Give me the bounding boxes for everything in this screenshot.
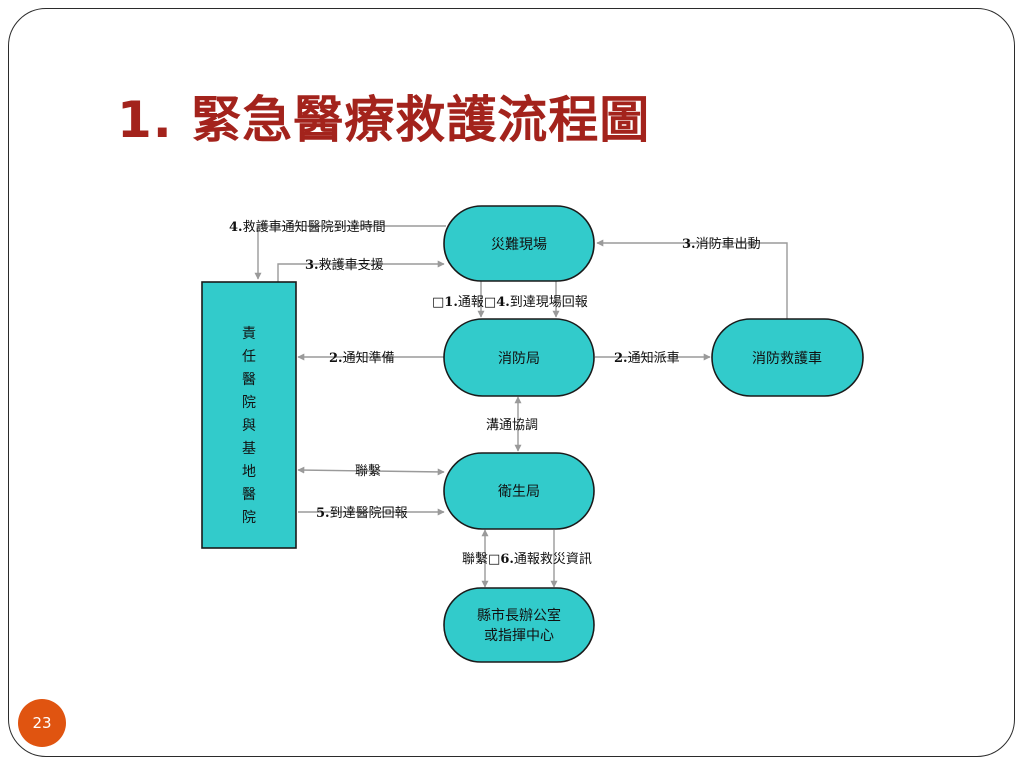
label-ambulance-support: 3.救護車支援 xyxy=(305,257,384,273)
node-responsible-hospital: 責 任 醫 院 與 基 地 醫 院 xyxy=(201,281,297,549)
hospital-char: 院 xyxy=(242,510,256,526)
hospital-char: 任 xyxy=(242,349,256,365)
label-text: 通報救災資訊 xyxy=(514,551,592,567)
label-num: 4. xyxy=(229,220,243,235)
label-text: 救護車通知醫院到達時間 xyxy=(243,219,386,235)
node-county-office: 縣市長辦公室 或指揮中心 xyxy=(443,587,595,663)
slide-frame xyxy=(8,8,1015,757)
page-number-badge: 23 xyxy=(18,699,66,747)
hospital-char: 責 xyxy=(242,326,256,342)
hospital-char: 地 xyxy=(242,464,256,480)
label-text: 到達醫院回報 xyxy=(330,506,408,521)
node-fire-department-label: 消防局 xyxy=(498,351,540,367)
label-fire-truck-dispatch: 3.消防車出動 xyxy=(682,236,761,252)
hospital-char: 院 xyxy=(242,395,256,411)
label-text: 救護車支援 xyxy=(319,257,384,273)
label-notify-arrival-time: 4.救護車通知醫院到達時間 xyxy=(229,219,386,235)
label-report-and-arrival: □1.通報□4.到達現場回報 xyxy=(432,295,588,310)
label-box-glyph: □ xyxy=(488,552,500,567)
edge-fire-truck-dispatch xyxy=(596,239,788,319)
node-health-bureau: 衛生局 xyxy=(443,452,595,530)
label-text: 通報 xyxy=(458,295,484,310)
label-box-glyph: □ xyxy=(432,295,444,310)
label-num: 6. xyxy=(500,552,514,567)
label-text: 通知準備 xyxy=(343,350,395,366)
label-coordination: 溝通協調 xyxy=(486,418,538,433)
label-text: 到達現場回報 xyxy=(510,295,588,310)
edge-liaison xyxy=(297,466,445,476)
slide-title: 1. 緊急醫療救護流程圖 xyxy=(117,91,651,149)
node-county-office-line2: 或指揮中心 xyxy=(484,628,554,644)
hospital-char: 與 xyxy=(242,418,256,434)
label-box-glyph: □ xyxy=(484,295,496,310)
label-num: 1. xyxy=(444,295,458,310)
node-fire-ambulance-label: 消防救護車 xyxy=(752,350,822,367)
edge-ambulance-support xyxy=(277,260,445,282)
label-liaison-info: 聯繫□6.通報救災資訊 xyxy=(462,551,592,567)
node-disaster-scene: 災難現場 xyxy=(443,205,595,282)
hospital-char: 醫 xyxy=(242,487,256,503)
label-num: 2. xyxy=(329,351,343,366)
label-num: 4. xyxy=(496,295,510,310)
label-text: 消防車出動 xyxy=(696,236,761,252)
label-num: 3. xyxy=(682,237,696,252)
hospital-char: 基 xyxy=(242,440,256,457)
node-health-bureau-label: 衛生局 xyxy=(498,484,540,500)
label-text: 通知派車 xyxy=(628,350,680,366)
label-num: 2. xyxy=(614,351,628,366)
node-disaster-scene-label: 災難現場 xyxy=(491,237,547,253)
node-fire-department: 消防局 xyxy=(443,318,595,397)
label-notify-prepare: 2.通知準備 xyxy=(329,350,395,366)
label-text: 聯繫 xyxy=(462,552,488,567)
node-county-office-line1: 縣市長辦公室 xyxy=(477,607,561,624)
node-fire-ambulance: 消防救護車 xyxy=(711,318,864,397)
edge-notify-arrival-time xyxy=(254,225,446,280)
label-num: 5. xyxy=(316,506,330,521)
label-arrival-report: 5.到達醫院回報 xyxy=(316,506,408,521)
label-liaison: 聯繫 xyxy=(355,464,381,479)
label-notify-dispatch: 2.通知派車 xyxy=(614,350,680,366)
label-num: 3. xyxy=(305,258,319,273)
hospital-char: 醫 xyxy=(242,372,256,388)
